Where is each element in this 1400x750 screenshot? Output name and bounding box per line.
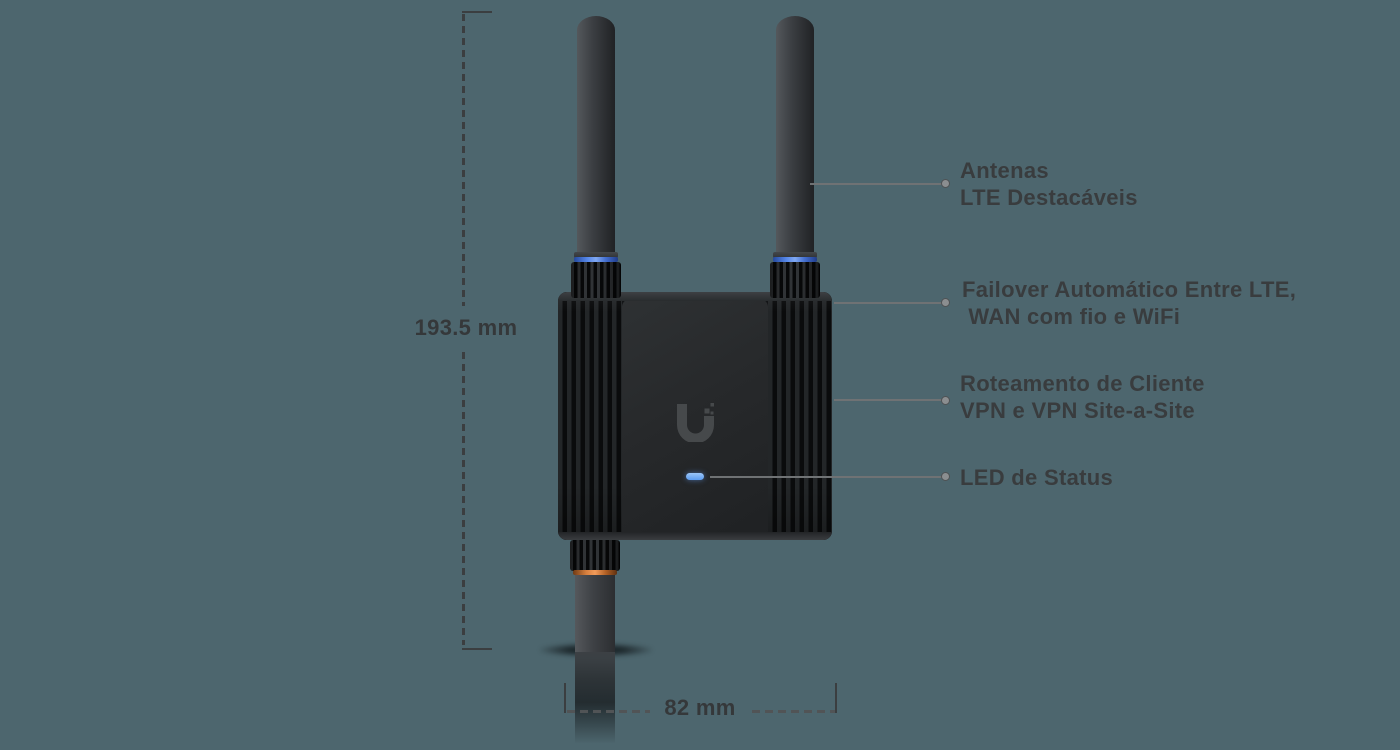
- antenna-left-connector: [571, 262, 621, 298]
- antenna-right-cap: [773, 252, 817, 258]
- callout-text-line: LED de Status: [960, 465, 1114, 490]
- callout-line-led: [710, 476, 942, 478]
- body-bottom-edge: [558, 532, 832, 540]
- antenna-left-tube: [577, 16, 615, 254]
- callout-dot-vpn: [941, 396, 950, 405]
- antenna-right-connector: [770, 262, 820, 298]
- callout-dot-antennas: [941, 179, 950, 188]
- callout-text-line: Roteamento de Cliente: [960, 371, 1205, 396]
- height-dim-top-bracket: [462, 11, 492, 13]
- body-top-edge: [558, 292, 832, 301]
- width-dim-right-bracket: [835, 683, 837, 713]
- antenna-bottom-tube: [575, 575, 615, 652]
- router-body: [558, 292, 832, 540]
- callout-label-led: LED de Status: [960, 464, 1113, 491]
- antenna-right-tube: [776, 16, 814, 254]
- heatsink-fins-right: [768, 292, 832, 540]
- height-dim-bottom-bracket: [462, 648, 492, 650]
- height-dim-label: 193.5 mm: [414, 315, 518, 340]
- callout-line-vpn: [834, 399, 942, 401]
- height-dim-line-upper: [462, 14, 465, 306]
- callout-dot-failover: [941, 298, 950, 307]
- antenna-left-blue-ring: [574, 257, 618, 262]
- antenna-bottom-orange-ring: [573, 570, 617, 575]
- width-dim-left-bracket: [564, 683, 566, 713]
- heatsink-fins-left: [558, 292, 622, 540]
- antenna-right-blue-ring: [773, 257, 817, 262]
- width-dim-line-right: [752, 710, 835, 713]
- callout-text-line: Failover Automático Entre LTE,: [962, 277, 1297, 302]
- callout-line-antennas: [810, 183, 942, 185]
- front-panel: [622, 299, 768, 540]
- callout-line-failover: [834, 302, 942, 304]
- callout-text-line: WAN com fio e WiFi: [962, 304, 1181, 329]
- callout-label-antennas: Antenas LTE Destacáveis: [960, 157, 1138, 211]
- callout-text-line: Antenas: [960, 158, 1049, 183]
- callout-label-vpn: Roteamento de Cliente VPN e VPN Site-a-S…: [960, 370, 1205, 424]
- height-dim-line-lower: [462, 352, 465, 645]
- status-led: [686, 473, 704, 480]
- callout-label-failover: Failover Automático Entre LTE, WAN com f…: [962, 276, 1296, 330]
- callout-dot-led: [941, 472, 950, 481]
- width-dim-label: 82 mm: [664, 695, 736, 720]
- width-dim-line-left: [567, 710, 650, 713]
- callout-text-line: VPN e VPN Site-a-Site: [960, 398, 1195, 423]
- callout-text-line: LTE Destacáveis: [960, 185, 1138, 210]
- antenna-left-cap: [574, 252, 618, 258]
- antenna-bottom-reflection: [575, 652, 615, 744]
- antenna-bottom-connector: [570, 540, 620, 571]
- ubiquiti-u-icon: [677, 403, 714, 442]
